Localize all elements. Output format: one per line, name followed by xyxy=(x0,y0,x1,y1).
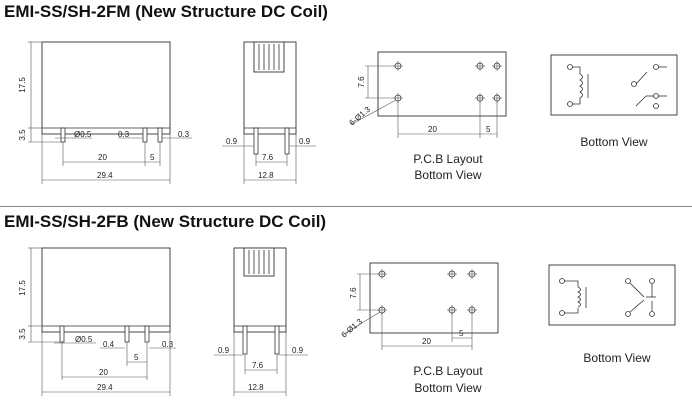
pcb-hole xyxy=(447,305,457,315)
dim-left-width: 0.9 xyxy=(226,137,238,146)
dim-height: 17.5 xyxy=(18,77,27,93)
dim-span-5: 5 xyxy=(459,329,464,338)
coil-symbol xyxy=(579,73,583,99)
pcb-hole xyxy=(467,269,477,279)
pin xyxy=(274,325,280,355)
relay-end-body xyxy=(233,247,287,333)
section-divider xyxy=(0,206,692,207)
dim-left-width: 0.9 xyxy=(218,346,230,355)
dim-holes: 6-Ø1.3 xyxy=(348,105,373,128)
dim-span-20: 20 xyxy=(98,153,107,162)
pin xyxy=(157,127,163,143)
switch-contact xyxy=(635,95,647,107)
switch-contact xyxy=(629,282,645,298)
pcb-hole xyxy=(447,269,457,279)
side-view-2fm: 17.5 3.5 Ø0.5 0.3 0.3 20 5 29.4 xyxy=(18,41,192,184)
pcb-caption-sub: Bottom View xyxy=(414,381,481,395)
pin xyxy=(59,325,65,343)
dim-span-5: 5 xyxy=(486,125,491,134)
dim-pin-width-1: 0.4 xyxy=(103,340,115,349)
end-view-2fb: 0.9 0.9 7.6 12.8 xyxy=(214,247,308,396)
pin xyxy=(284,127,290,155)
dim-pin-diameter: Ø0.5 xyxy=(74,130,92,139)
dim-pin-width-2: 0.3 xyxy=(178,130,190,139)
coil-symbol xyxy=(577,286,581,308)
dim-span-5: 5 xyxy=(150,153,155,162)
dim-span-20: 20 xyxy=(99,368,108,377)
schematic-caption: Bottom View xyxy=(583,351,650,365)
pin xyxy=(60,127,66,143)
switch-contact xyxy=(629,299,645,313)
dim-pin-diameter: Ø0.5 xyxy=(75,335,93,344)
dim-length: 29.4 xyxy=(97,171,113,180)
dim-row-pitch: 7.6 xyxy=(357,76,366,88)
pin xyxy=(124,325,130,343)
pcb-caption: P.C.B Layout xyxy=(413,152,483,166)
dim-height: 17.5 xyxy=(18,280,27,296)
schematic-caption: Bottom View xyxy=(580,135,647,149)
section-title-2fb: EMI-SS/SH-2FB (New Structure DC Coil) xyxy=(4,212,327,231)
schematic-2fm: Bottom View xyxy=(550,54,678,149)
pin xyxy=(242,325,248,355)
dim-span-5: 5 xyxy=(134,353,139,362)
pcb-outline xyxy=(377,51,507,117)
pin xyxy=(144,325,150,343)
dim-holes: 6-Ø1.3 xyxy=(340,317,365,340)
pcb-caption: P.C.B Layout xyxy=(413,364,483,378)
dim-row-pitch: 7.6 xyxy=(349,287,358,299)
dim-pin-width-2: 0.3 xyxy=(162,340,174,349)
relay-end-body xyxy=(243,41,297,135)
schematic-outline xyxy=(548,264,676,326)
dim-width: 12.8 xyxy=(248,383,264,392)
pcb-layout-2fm: 7.6 6-Ø1.3 20 5 P.C.B Layout Bottom View xyxy=(348,51,507,182)
switch-contact xyxy=(635,71,648,85)
dim-pitch: 7.6 xyxy=(262,153,274,162)
side-view-2fb: 17.5 3.5 Ø0.5 0.4 0.3 5 20 29.4 xyxy=(18,247,176,396)
pcb-layout-2fb: 7.6 6-Ø1.3 5 20 P.C.B Layout Bottom View xyxy=(340,262,499,395)
dim-pitch: 7.6 xyxy=(252,361,264,370)
relay-body xyxy=(41,247,171,333)
pcb-outline xyxy=(369,262,499,334)
pcb-hole xyxy=(492,61,502,71)
dim-right-width: 0.9 xyxy=(299,137,311,146)
end-view-2fm: 0.9 0.9 7.6 12.8 xyxy=(222,41,316,184)
dim-span-20: 20 xyxy=(428,125,437,134)
relay-body xyxy=(41,41,171,135)
dim-right-width: 0.9 xyxy=(292,346,304,355)
pcb-caption-sub: Bottom View xyxy=(414,168,481,182)
dim-pin-length: 3.5 xyxy=(18,129,27,141)
pin xyxy=(253,127,259,155)
dim-pin-length: 3.5 xyxy=(18,328,27,340)
dim-pin-width-1: 0.3 xyxy=(118,130,130,139)
section-title-2fm: EMI-SS/SH-2FM (New Structure DC Coil) xyxy=(4,2,328,21)
pin xyxy=(142,127,148,143)
pcb-hole xyxy=(475,61,485,71)
dim-length: 29.4 xyxy=(97,383,113,392)
dim-width: 12.8 xyxy=(258,171,274,180)
dim-span-20: 20 xyxy=(422,337,431,346)
pcb-hole xyxy=(467,305,477,315)
schematic-2fb: Bottom View xyxy=(548,264,676,365)
